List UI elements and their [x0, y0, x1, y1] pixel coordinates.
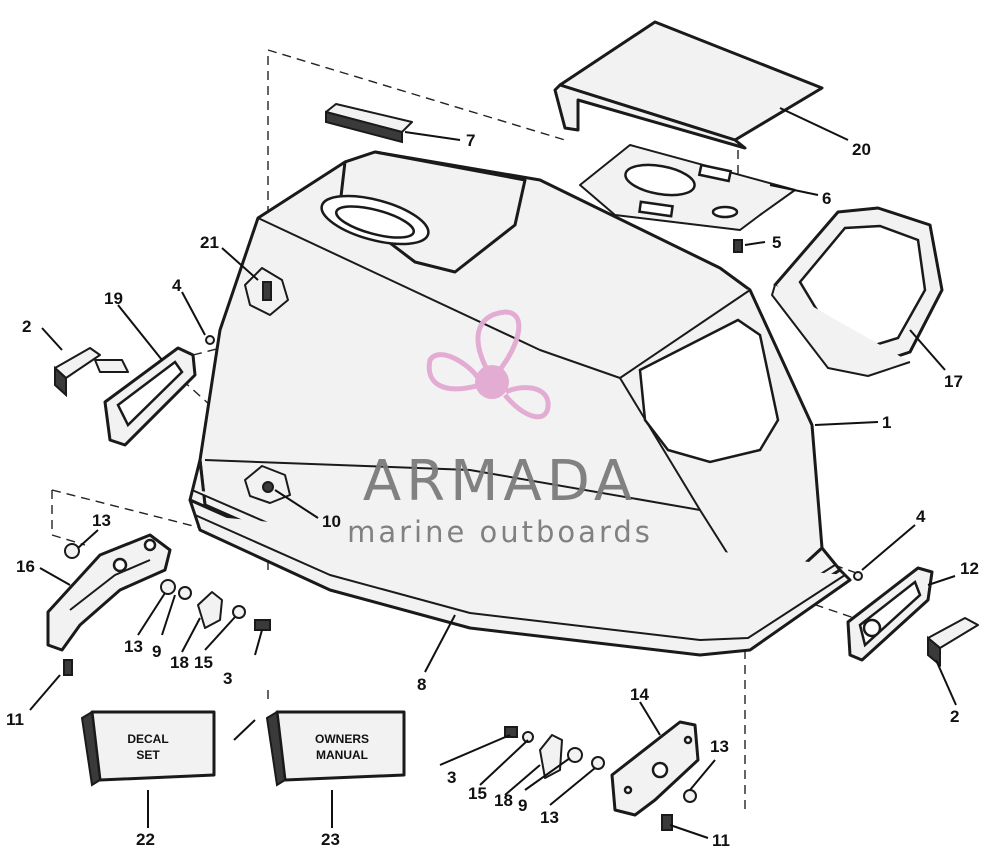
decal-set-line2: SET — [136, 748, 160, 762]
pad-7 — [325, 103, 413, 144]
bracket-14 — [610, 720, 700, 817]
callout-7: 7 — [466, 131, 475, 150]
owners-manual-line2: MANUAL — [316, 748, 368, 762]
callout-16: 16 — [16, 557, 35, 576]
latch-frame-12 — [846, 566, 934, 662]
propeller-blade-2 — [426, 352, 481, 392]
callout-6: 6 — [822, 189, 831, 208]
callout-numbers: 1 2 2 3 3 4 4 5 6 7 8 9 9 10 11 11 12 13… — [6, 131, 979, 850]
bracket-10 — [244, 465, 291, 504]
pins-4 — [205, 335, 863, 581]
callout-23: 23 — [321, 830, 340, 849]
callout-12: 12 — [960, 559, 979, 578]
callout-13-top-left: 13 — [92, 511, 111, 530]
callout-2-right: 2 — [950, 707, 959, 726]
callout-4-left: 4 — [172, 276, 182, 295]
callout-21: 21 — [200, 233, 219, 252]
latch-frame-19 — [103, 346, 197, 447]
callout-18-left: 18 — [170, 653, 189, 672]
callout-15-left: 15 — [194, 653, 213, 672]
callout-9-left: 9 — [152, 642, 161, 661]
bottom-seal — [188, 458, 852, 657]
callout-1: 1 — [882, 413, 891, 432]
brand-tagline: marine outboards — [347, 515, 653, 549]
callout-3-left: 3 — [223, 669, 232, 688]
callout-10: 10 — [322, 512, 341, 531]
latch-handle-left — [54, 347, 129, 398]
callout-20: 20 — [852, 140, 871, 159]
brand-name: ARMADA — [363, 449, 637, 514]
callout-4-right: 4 — [916, 507, 926, 526]
leader-lines — [29, 107, 957, 839]
decal-set-line1: DECAL — [127, 732, 168, 746]
callout-2-left: 2 — [22, 317, 31, 336]
callout-17: 17 — [944, 372, 963, 391]
mounting-plate — [579, 144, 796, 231]
callout-13-right: 13 — [540, 808, 559, 827]
callout-11-right: 11 — [712, 831, 730, 850]
callout-8: 8 — [417, 675, 426, 694]
callout-15-right: 15 — [468, 784, 487, 803]
callout-14: 14 — [630, 685, 649, 704]
top-cover — [553, 20, 824, 150]
propeller-blade-3 — [503, 385, 551, 420]
callout-13-top-right: 13 — [710, 737, 729, 756]
decal-set-box: DECAL SET — [80, 710, 216, 787]
window-frame — [771, 206, 944, 377]
callout-5: 5 — [772, 233, 781, 252]
bracket-16 — [46, 533, 172, 652]
hardware-left — [63, 543, 271, 676]
propeller-logo — [426, 309, 551, 420]
callout-18-right: 18 — [494, 791, 513, 810]
callout-11-left: 11 — [6, 710, 24, 729]
screw-5 — [733, 239, 743, 253]
callout-3-right: 3 — [447, 768, 456, 787]
callout-19: 19 — [104, 289, 123, 308]
latch-handle-right — [927, 617, 979, 668]
bracket-21 — [244, 267, 289, 316]
watermark: ARMADA marine outboards — [347, 309, 653, 549]
propeller-blade-1 — [475, 309, 522, 377]
callout-13-left: 13 — [124, 637, 143, 656]
owners-manual-line1: OWNERS — [315, 732, 369, 746]
callout-22: 22 — [136, 830, 155, 849]
propeller-hub — [475, 365, 509, 399]
callout-9-right: 9 — [518, 796, 527, 815]
owners-manual-box: OWNERS MANUAL — [265, 710, 406, 787]
